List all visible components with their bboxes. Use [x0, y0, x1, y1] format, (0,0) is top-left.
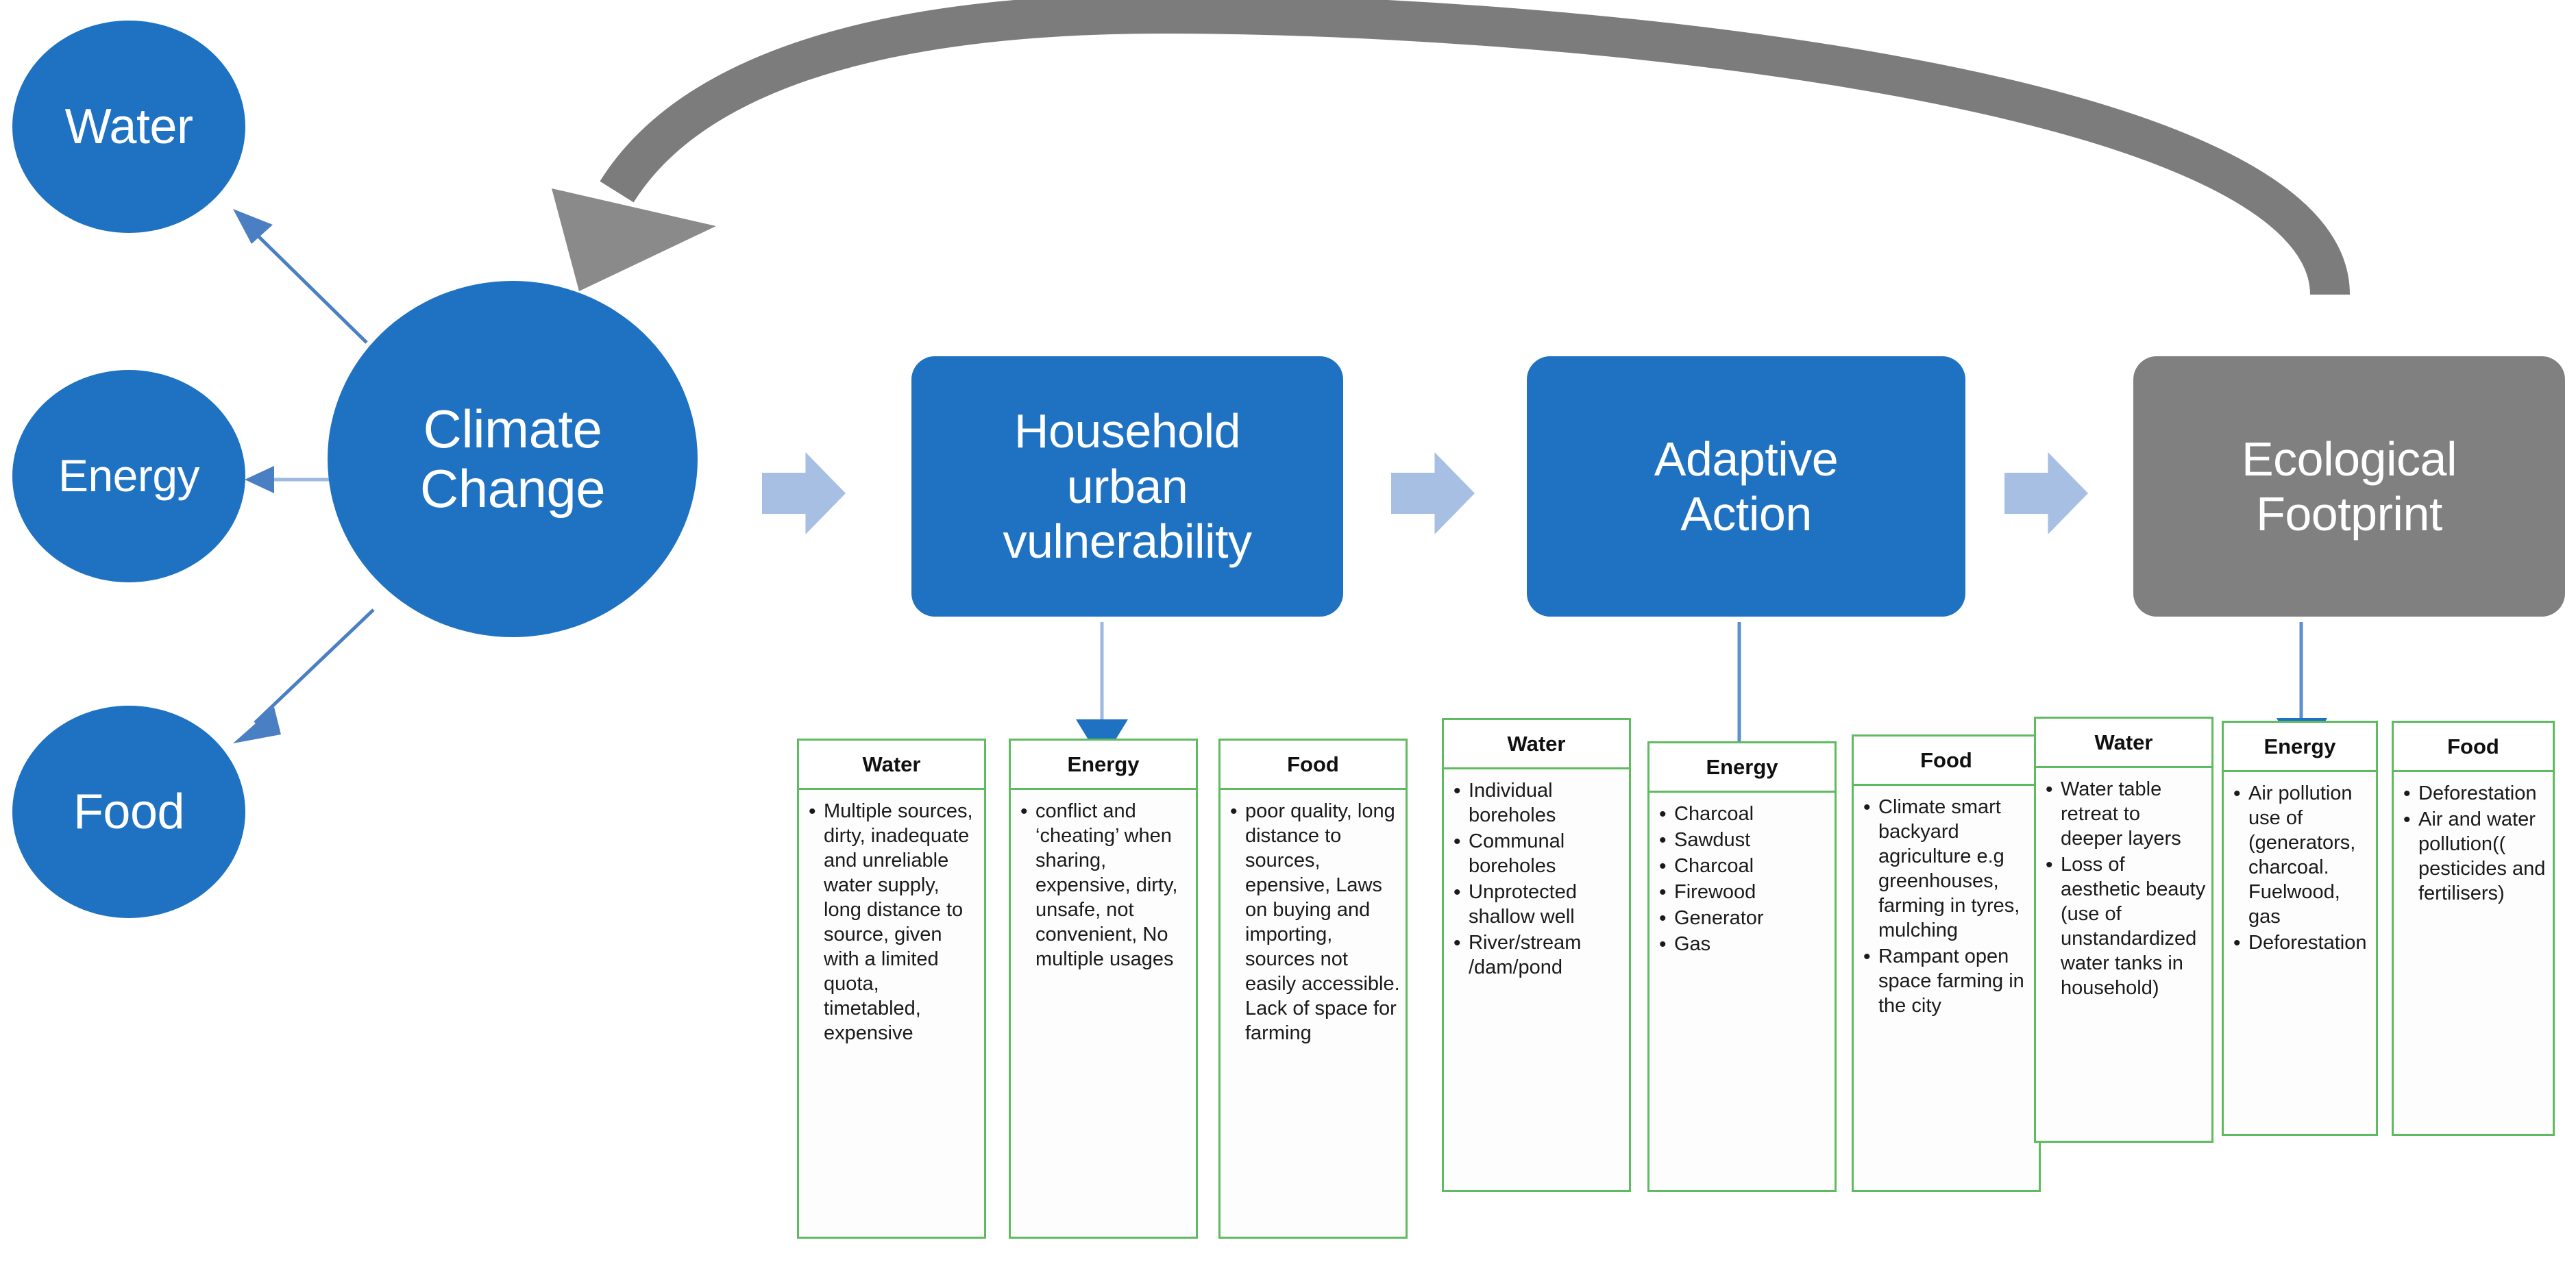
stage-ef-label-line1: Ecological: [2241, 432, 2457, 486]
category-header-ef-water: Water: [2036, 719, 2211, 768]
stage-household-urban-vulnerability[interactable]: Household urban vulnerability: [911, 356, 1343, 617]
category-list-aa-food: Climate smart backyard agriculture e.g g…: [1862, 795, 2035, 1019]
node-climate-change-circle[interactable]: Climate Change: [328, 281, 698, 637]
category-box-ef-water[interactable]: Water Water table retreat to deeper laye…: [2034, 717, 2213, 1143]
list-item: Unprotected shallow well: [1452, 880, 1625, 930]
list-item: Rampant open space farming in the city: [1862, 944, 2035, 1019]
category-box-hhv-food[interactable]: Food poor quality, long distance to sour…: [1218, 739, 1408, 1239]
stage-ecological-footprint[interactable]: Ecological Footprint: [2133, 356, 2565, 617]
stage-hhv-label-line1: Household: [1014, 404, 1241, 458]
category-body-hhv-food: poor quality, long distance to sources, …: [1220, 790, 1406, 1053]
category-list-hhv-water: Multiple sources, dirty, inadequate and …: [807, 799, 980, 1046]
category-list-hhv-energy: conflict and ‘cheating’ when sharing, ex…: [1019, 799, 1192, 972]
category-header-ef-food: Food: [2394, 723, 2553, 772]
category-header-hhv-food: Food: [1220, 741, 1406, 790]
category-box-ef-food[interactable]: Food Deforestation Air and water polluti…: [2392, 721, 2555, 1136]
stage-aa-label-line2: Action: [1680, 487, 1812, 541]
list-item: Charcoal: [1658, 802, 1830, 827]
node-food-circle[interactable]: Food: [12, 706, 245, 918]
node-energy-circle[interactable]: Energy: [12, 370, 245, 582]
category-header-aa-food: Food: [1854, 737, 2039, 786]
category-box-hhv-energy[interactable]: Energy conflict and ‘cheating’ when shar…: [1009, 739, 1198, 1239]
category-list-hhv-food: poor quality, long distance to sources, …: [1229, 799, 1401, 1046]
list-item: Multiple sources, dirty, inadequate and …: [807, 799, 980, 1046]
node-water-circle[interactable]: Water: [12, 21, 245, 233]
category-body-ef-food: Deforestation Air and water pollution(( …: [2394, 772, 2553, 913]
category-header-hhv-energy: Energy: [1011, 741, 1196, 790]
category-list-aa-energy: Charcoal Sawdust Charcoal Firewood Gener…: [1658, 802, 1830, 957]
stage-ef-label-line2: Footprint: [2256, 487, 2442, 541]
category-body-hhv-water: Multiple sources, dirty, inadequate and …: [799, 790, 984, 1053]
category-list-ef-food: Deforestation Air and water pollution(( …: [2402, 781, 2549, 906]
list-item: Individual boreholes: [1452, 778, 1625, 828]
chevron-arrow-icon-2: [1391, 452, 1475, 534]
list-item: Air pollution use of (generators, charco…: [2232, 781, 2372, 930]
category-header-ef-energy: Energy: [2224, 723, 2376, 772]
list-item: Deforestation: [2232, 930, 2372, 956]
climate-change-label-line1: Climate: [423, 398, 602, 459]
list-item: Firewood: [1658, 880, 1830, 905]
category-body-hhv-energy: conflict and ‘cheating’ when sharing, ex…: [1011, 790, 1196, 979]
climate-to-food-arrow: [233, 608, 375, 743]
list-item: Climate smart backyard agriculture e.g g…: [1862, 795, 2035, 943]
list-item: Charcoal: [1658, 854, 1830, 879]
category-body-ef-energy: Air pollution use of (generators, charco…: [2224, 772, 2376, 963]
category-header-aa-water: Water: [1444, 720, 1629, 769]
category-header-aa-energy: Energy: [1649, 743, 1835, 793]
list-item: River/stream /dam/pond: [1452, 930, 1625, 980]
chevron-arrow-icon-1: [762, 452, 846, 534]
climate-to-water-arrow: [233, 209, 368, 344]
category-box-hhv-water[interactable]: Water Multiple sources, dirty, inadequat…: [797, 739, 986, 1239]
climate-to-energy-arrow: [245, 466, 336, 493]
list-item: Loss of aesthetic beauty (use of unstand…: [2044, 852, 2207, 1001]
feedback-arrow-icon: [552, 0, 2350, 296]
category-body-ef-water: Water table retreat to deeper layers Los…: [2036, 768, 2211, 1008]
category-body-aa-energy: Charcoal Sawdust Charcoal Firewood Gener…: [1649, 793, 1835, 964]
stage-hhv-label-line3: vulnerability: [1003, 515, 1252, 569]
category-box-aa-water[interactable]: Water Individual boreholes Communal bore…: [1442, 718, 1631, 1192]
category-box-aa-food[interactable]: Food Climate smart backyard agriculture …: [1852, 734, 2041, 1192]
list-item: Deforestation: [2402, 781, 2549, 806]
chevron-arrow-icon-3: [2004, 452, 2088, 534]
category-body-aa-water: Individual boreholes Communal boreholes …: [1444, 769, 1629, 987]
list-item: Air and water pollution(( pesticides and…: [2402, 807, 2549, 906]
list-item: conflict and ‘cheating’ when sharing, ex…: [1019, 799, 1192, 972]
stage-hhv-label-line2: urban: [1066, 459, 1188, 513]
list-item: Sawdust: [1658, 828, 1830, 853]
stage-adaptive-action[interactable]: Adaptive Action: [1527, 356, 1965, 617]
category-header-hhv-water: Water: [799, 741, 984, 790]
list-item: poor quality, long distance to sources, …: [1229, 799, 1401, 1046]
list-item: Gas: [1658, 932, 1830, 957]
category-list-ef-water: Water table retreat to deeper layers Los…: [2044, 777, 2207, 1001]
category-box-aa-energy[interactable]: Energy Charcoal Sawdust Charcoal Firewoo…: [1647, 741, 1837, 1192]
category-list-ef-energy: Air pollution use of (generators, charco…: [2232, 781, 2372, 956]
category-box-ef-energy[interactable]: Energy Air pollution use of (generators,…: [2222, 721, 2378, 1136]
list-item: Water table retreat to deeper layers: [2044, 777, 2207, 852]
category-list-aa-water: Individual boreholes Communal boreholes …: [1452, 778, 1625, 980]
list-item: Generator: [1658, 906, 1830, 931]
list-item: Communal boreholes: [1452, 829, 1625, 879]
category-body-aa-food: Climate smart backyard agriculture e.g g…: [1854, 786, 2039, 1026]
climate-change-label-line2: Change: [419, 458, 606, 519]
stage-aa-label-line1: Adaptive: [1654, 432, 1839, 486]
